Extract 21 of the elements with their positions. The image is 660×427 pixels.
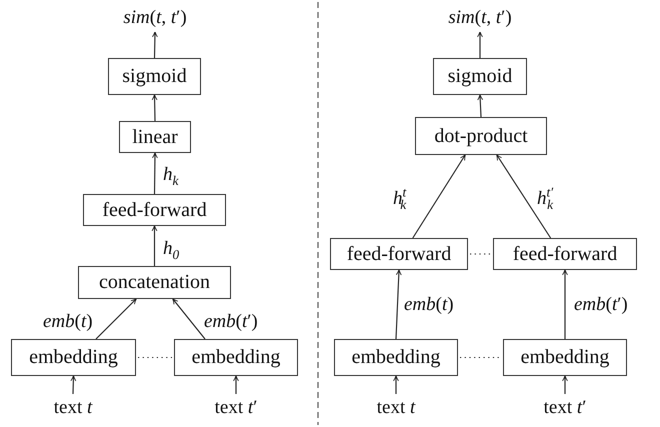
dotted-line (470, 253, 491, 255)
process-box: sigmoid (433, 58, 527, 95)
process-box: sigmoid (108, 58, 201, 95)
process-box: embedding (174, 339, 298, 376)
process-box: embedding (334, 339, 458, 376)
dotted-line (138, 356, 172, 358)
edge-label: emb(t) (403, 294, 455, 315)
process-box: concatenation (78, 266, 231, 299)
process-box: dot-product (415, 117, 547, 155)
process-box: linear (119, 121, 191, 153)
edge-label: emb(t′) (573, 294, 629, 315)
process-box: feed-forward (493, 238, 637, 270)
edge-label: h$_{0}$ (162, 238, 180, 259)
dotted-line (460, 356, 501, 358)
edge-label: emb(t) (42, 311, 94, 332)
process-box: feed-forward (83, 194, 226, 226)
edge-label: h$_{k}$ (162, 164, 180, 185)
process-box: embedding (11, 339, 136, 376)
edge-label: emb(t′) (203, 311, 259, 332)
process-box: embedding (503, 339, 627, 376)
process-box: feed-forward (330, 238, 468, 270)
